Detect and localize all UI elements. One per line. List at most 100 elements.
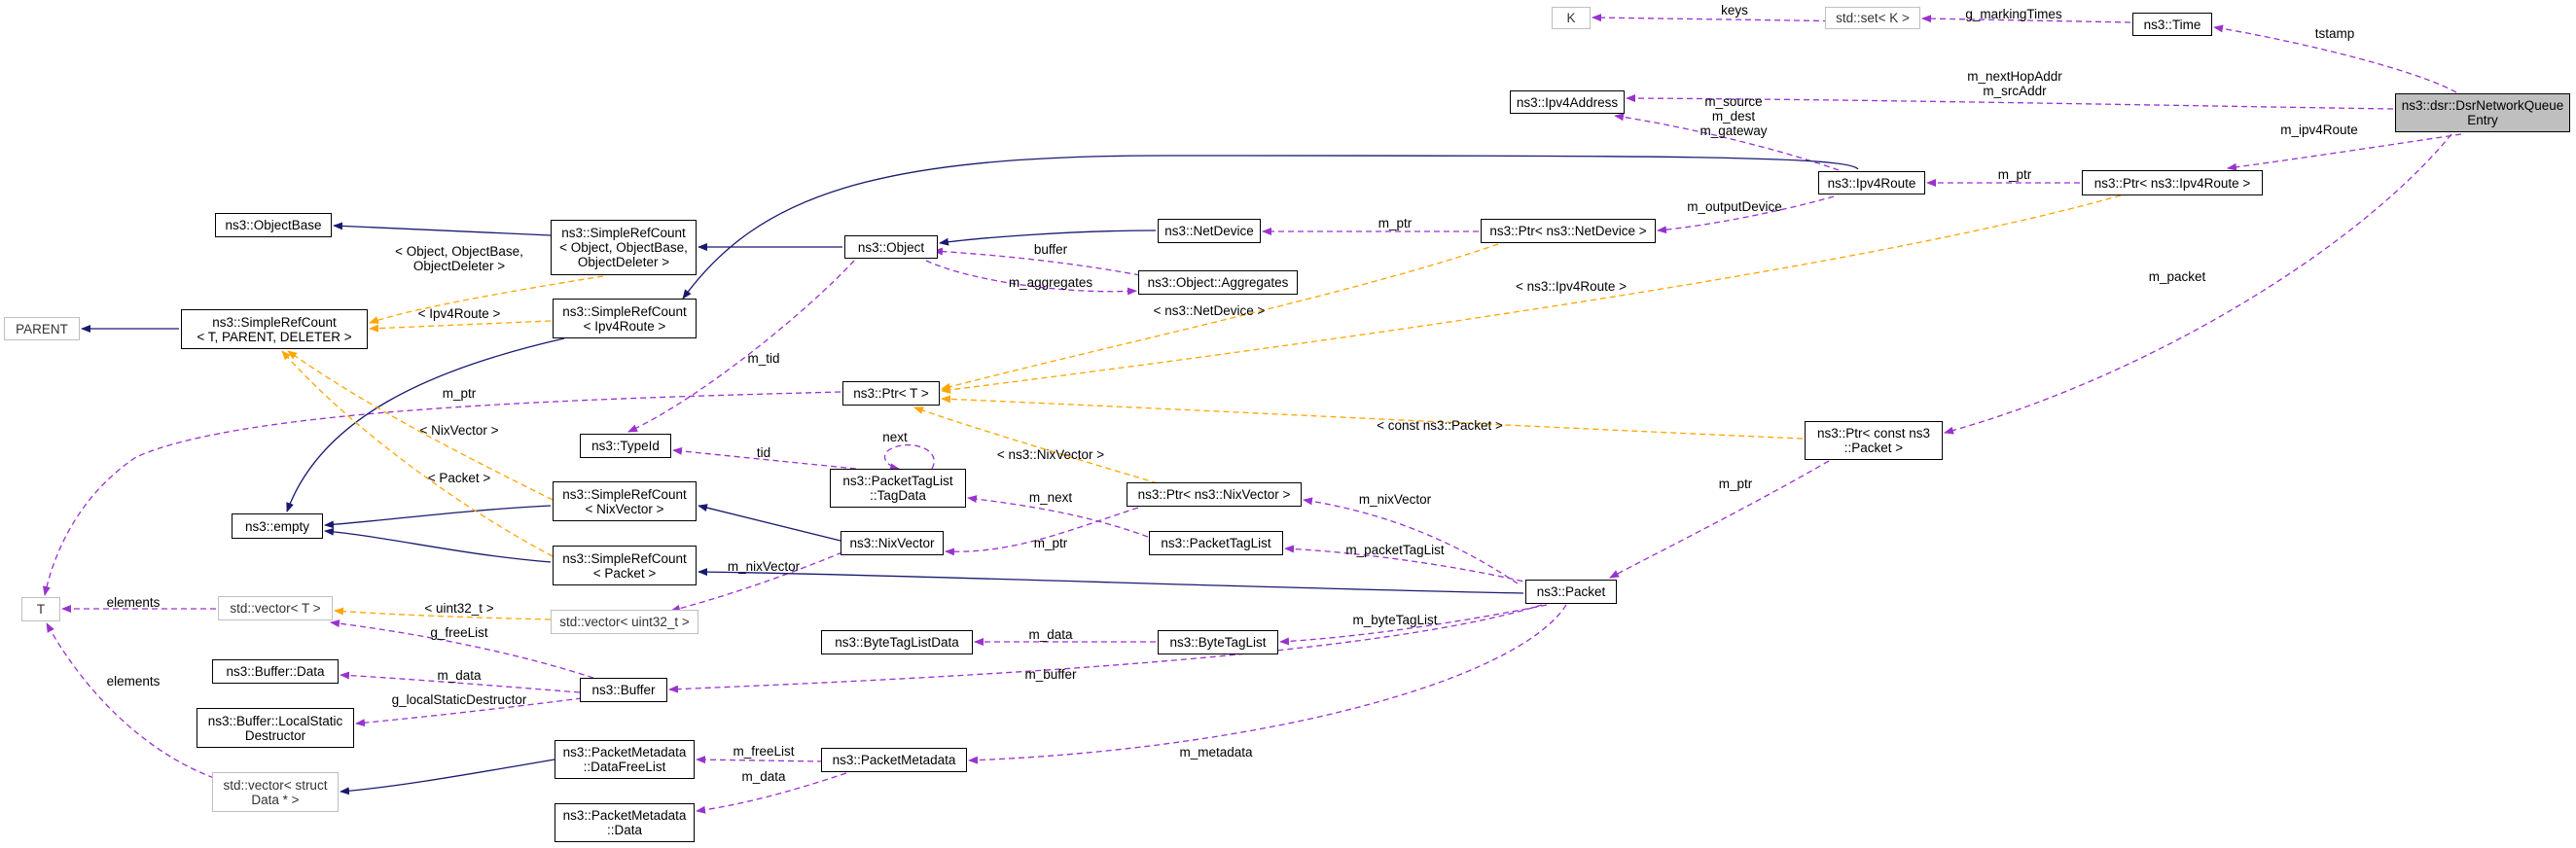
node-t[interactable]: T bbox=[21, 597, 60, 621]
edge-m-ipv4route bbox=[2227, 133, 2462, 171]
node-dsr-network-queue-entry[interactable]: ns3::dsr::DsrNetworkQueue Entry bbox=[2395, 93, 2570, 132]
edge-m-nix-vector2 bbox=[670, 551, 843, 613]
node-ipv4-route[interactable]: ns3::Ipv4Route bbox=[1818, 171, 1925, 194]
edge-m-output-device bbox=[1657, 195, 1835, 234]
edge-m-data-buf bbox=[340, 671, 581, 693]
edge-label-m-nix-vector2: m_nixVector bbox=[727, 559, 801, 574]
edge-g-free-list bbox=[330, 619, 594, 679]
edge-source-dest-gateway bbox=[1614, 113, 1840, 171]
node-packet[interactable]: ns3::Packet bbox=[1525, 580, 1617, 604]
edge-m-ptr-packet bbox=[1609, 460, 1830, 579]
edge-label-m-ptr-t: m_ptr bbox=[442, 386, 477, 401]
edge-inh-free-list-vector bbox=[340, 759, 555, 795]
edge-m-packet-tag-list bbox=[1284, 545, 1533, 584]
node-nixvector[interactable]: ns3::NixVector bbox=[841, 531, 944, 555]
edge-label-m-nix-vector: m_nixVector bbox=[1358, 492, 1432, 507]
edge-label-m-next: m_next bbox=[1028, 490, 1073, 505]
edge-next-hop-src bbox=[1626, 94, 2394, 110]
edge-tpl-ipv4route bbox=[369, 320, 552, 333]
edge-label-elements: elements bbox=[106, 595, 161, 610]
node-byte-tag-list-data[interactable]: ns3::ByteTagListData bbox=[821, 630, 973, 654]
edge-inh-empty-packet bbox=[324, 527, 552, 563]
node-ns3-empty[interactable]: ns3::empty bbox=[232, 513, 323, 539]
node-ptr-ipv4-route[interactable]: ns3::Ptr< ns3::Ipv4Route > bbox=[2082, 170, 2263, 195]
node-simple-ref-count-nixvector[interactable]: ns3::SimpleRefCount < NixVector > bbox=[553, 481, 697, 521]
node-ptr-t[interactable]: ns3::Ptr< T > bbox=[842, 381, 940, 406]
node-byte-tag-list[interactable]: ns3::ByteTagList bbox=[1158, 630, 1278, 654]
edge-inh-object-ipv4route bbox=[682, 155, 1859, 300]
edge-m-tid bbox=[627, 260, 855, 433]
node-packet-tag-list[interactable]: ns3::PacketTagList bbox=[1149, 531, 1283, 555]
node-ptr-net-device[interactable]: ns3::Ptr< ns3::NetDevice > bbox=[1481, 219, 1656, 243]
edge-label-g-local-static-destructor: g_localStaticDestructor bbox=[391, 692, 527, 707]
edge-m-free-list bbox=[696, 756, 824, 764]
node-tag-data[interactable]: ns3::PacketTagList ::TagData bbox=[830, 469, 966, 508]
node-vector-struct-data[interactable]: std::vector< struct Data * > bbox=[212, 772, 339, 812]
node-parent[interactable]: PARENT bbox=[4, 317, 80, 340]
edge-label-m-ptr-nixvector: m_ptr bbox=[1033, 536, 1068, 550]
edge-label-template-nixvector: < NixVector > bbox=[419, 423, 499, 438]
edge-g-marking-times bbox=[1921, 15, 2131, 23]
node-packet-metadata-data[interactable]: ns3::PacketMetadata ::Data bbox=[555, 803, 695, 842]
node-packet-metadata-data-free-list[interactable]: ns3::PacketMetadata ::DataFreeList bbox=[555, 740, 695, 779]
edge-m-packet bbox=[1944, 133, 2452, 435]
edge-m-buffer bbox=[668, 604, 1543, 693]
edge-label-next: next bbox=[882, 430, 908, 444]
node-type-id[interactable]: ns3::TypeId bbox=[580, 434, 671, 458]
edge-inh-empty-nixvector bbox=[324, 505, 552, 529]
edge-label-m-buffer: m_buffer bbox=[1024, 667, 1077, 682]
node-buffer-data[interactable]: ns3::Buffer::Data bbox=[212, 659, 339, 684]
edge-inh-srefcount-packet bbox=[698, 568, 1524, 594]
node-simple-ref-count-ipv4route[interactable]: ns3::SimpleRefCount < Ipv4Route > bbox=[553, 299, 697, 338]
node-std-set-k[interactable]: std::set< K > bbox=[1825, 7, 1920, 29]
node-vector-uint32[interactable]: std::vector< uint32_t > bbox=[551, 610, 698, 634]
node-k[interactable]: K bbox=[1552, 7, 1591, 29]
edge-m-data-pm bbox=[696, 772, 847, 814]
node-packet-metadata[interactable]: ns3::PacketMetadata bbox=[821, 748, 967, 772]
edge-label-m-free-list: m_freeList bbox=[733, 744, 795, 759]
node-simple-ref-count-t[interactable]: ns3::SimpleRefCount < T, PARENT, DELETER… bbox=[181, 309, 368, 349]
node-simple-ref-count-object[interactable]: ns3::SimpleRefCount < Object, ObjectBase… bbox=[551, 220, 697, 275]
node-vector-t[interactable]: std::vector< T > bbox=[218, 596, 333, 620]
edge-label-m-byte-tag-list: m_byteTagList bbox=[1352, 613, 1438, 627]
edge-label-m-data-pm: m_data bbox=[741, 769, 786, 784]
edge-keys bbox=[1592, 14, 1859, 22]
edge-label-template-uint32: < uint32_t > bbox=[424, 601, 494, 616]
edge-label-m-ptr-packet: m_ptr bbox=[1718, 477, 1753, 491]
edge-label-template-netdevice: < ns3::NetDevice > bbox=[1153, 303, 1266, 318]
edge-m-byte-tag-list bbox=[1279, 604, 1548, 646]
node-net-device[interactable]: ns3::NetDevice bbox=[1158, 219, 1261, 243]
edge-g-local-static-destructor bbox=[355, 697, 583, 727]
edge-tpl-ptr-ipv4route bbox=[941, 194, 2122, 394]
edge-inh-objectbase bbox=[333, 222, 552, 236]
node-object[interactable]: ns3::Object bbox=[844, 235, 938, 259]
node-buffer[interactable]: ns3::Buffer bbox=[580, 678, 667, 702]
edge-label-template-ptr-ipv4route: < ns3::Ipv4Route > bbox=[1515, 279, 1628, 294]
edge-label-buffer: buffer bbox=[1033, 242, 1068, 257]
node-ns3-time[interactable]: ns3::Time bbox=[2132, 13, 2212, 36]
edge-label-g-free-list: g_freeList bbox=[430, 625, 488, 640]
edge-label-template-ptr-nixvector: < ns3::NixVector > bbox=[996, 447, 1105, 462]
edge-label-m-metadata: m_metadata bbox=[1179, 745, 1253, 760]
edge-tpl-object bbox=[369, 275, 604, 324]
edge-label-m-aggregates: m_aggregates bbox=[1008, 275, 1093, 290]
node-simple-ref-count-packet[interactable]: ns3::SimpleRefCount < Packet > bbox=[553, 546, 697, 585]
edge-m-aggregates bbox=[925, 260, 1137, 296]
node-object-aggregates[interactable]: ns3::Object::Aggregates bbox=[1138, 270, 1298, 295]
node-ipv4-address[interactable]: ns3::Ipv4Address bbox=[1510, 90, 1625, 114]
edge-tstamp bbox=[2213, 24, 2457, 93]
edge-label-m-ipv4route: m_ipv4Route bbox=[2280, 123, 2358, 137]
edge-tpl-uint32 bbox=[334, 607, 552, 620]
edge-m-metadata bbox=[968, 604, 1567, 764]
node-object-base[interactable]: ns3::ObjectBase bbox=[215, 213, 332, 237]
edge-label-m-ptr-netdevice: m_ptr bbox=[1377, 216, 1413, 230]
edge-label-m-tid: m_tid bbox=[747, 351, 780, 366]
edge-tid bbox=[672, 446, 857, 470]
edge-inh-object-netdevice bbox=[939, 230, 1157, 246]
node-buffer-local-static-destructor[interactable]: ns3::Buffer::LocalStatic Destructor bbox=[197, 708, 354, 748]
edge-tpl-netdevice bbox=[941, 243, 1499, 391]
node-ptr-const-packet[interactable]: ns3::Ptr< const ns3 ::Packet > bbox=[1805, 421, 1943, 460]
node-ptr-nixvector[interactable]: ns3::Ptr< ns3::NixVector > bbox=[1127, 482, 1302, 507]
